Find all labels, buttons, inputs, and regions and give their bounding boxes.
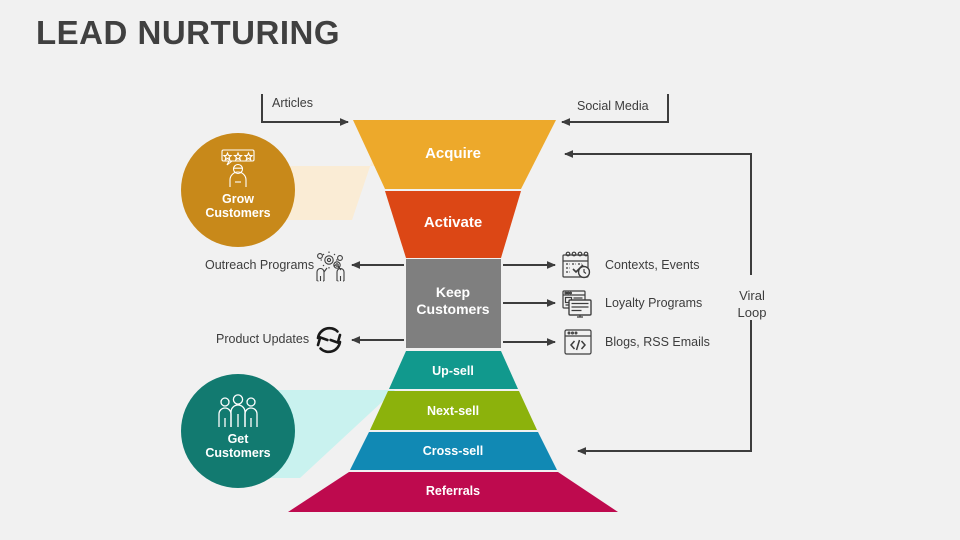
people-gears-icon [311, 250, 347, 282]
grow-customers-line2: Customers [205, 206, 271, 220]
grow-customers-circle [181, 133, 295, 247]
get-customers-label: Get Customers [178, 432, 298, 460]
keep-customers-line1: Keep [435, 284, 471, 300]
get-customers-line2: Customers [205, 446, 271, 460]
pyramid-level-up-sell-label: Up-sell [432, 364, 474, 378]
calendar-check-icon [560, 250, 594, 282]
right-output-label-loyalty-programs: Loyalty Programs [605, 296, 703, 310]
three-people-icon [216, 394, 260, 428]
person-rating-stars-icon [219, 148, 257, 188]
grow-customers-line1: Grow [222, 192, 254, 206]
pyramid-level-cross-sell [350, 432, 557, 470]
keep-customers-box [406, 259, 501, 348]
viral-loop-label: Viral Loop [722, 287, 782, 321]
right-output-label-blogs-rss-emails: Blogs, RSS Emails [605, 335, 710, 349]
pyramid-level-next-sell-label: Next-sell [426, 404, 480, 418]
pyramid-level-up-sell [389, 351, 518, 389]
keep-customers-label: Keep Customers [393, 284, 513, 318]
articles-connector [261, 94, 349, 126]
refresh-cycle-icon [312, 324, 346, 356]
social-media-connector [561, 94, 669, 126]
grow-customers-label: Grow Customers [178, 192, 298, 220]
pyramid-level-referrals [288, 472, 618, 512]
page-title: LEAD NURTURING [36, 14, 340, 51]
monitor-content-icon [560, 288, 594, 320]
funnel-stage-activate-label: Activate [423, 214, 483, 231]
input-label-social-media: Social Media [577, 99, 649, 113]
funnel-stage-activate [385, 191, 521, 258]
left-output-label-outreach-programs: Outreach Programs [205, 258, 315, 272]
code-window-icon [562, 328, 594, 356]
input-label-articles: Articles [272, 96, 313, 110]
viral-loop-line2: Loop [737, 305, 767, 320]
funnel-stage-acquire [353, 120, 556, 189]
viral-loop-upper-connector [564, 150, 752, 275]
pyramid-level-referrals-label: Referrals [425, 484, 481, 498]
pyramid-level-next-sell [370, 391, 537, 430]
get-customers-circle [181, 374, 295, 488]
viral-loop-line1: Viral [739, 288, 765, 303]
funnel-stage-acquire-label: Acquire [425, 145, 481, 162]
get-customers-line1: Get [227, 432, 249, 446]
keep-customers-line2: Customers [416, 301, 490, 317]
right-output-label-contexts-events: Contexts, Events [605, 258, 700, 272]
pyramid-level-cross-sell-label: Cross-sell [422, 444, 484, 458]
left-output-label-product-updates: Product Updates [216, 332, 310, 346]
viral-loop-lower-connector [577, 320, 752, 455]
